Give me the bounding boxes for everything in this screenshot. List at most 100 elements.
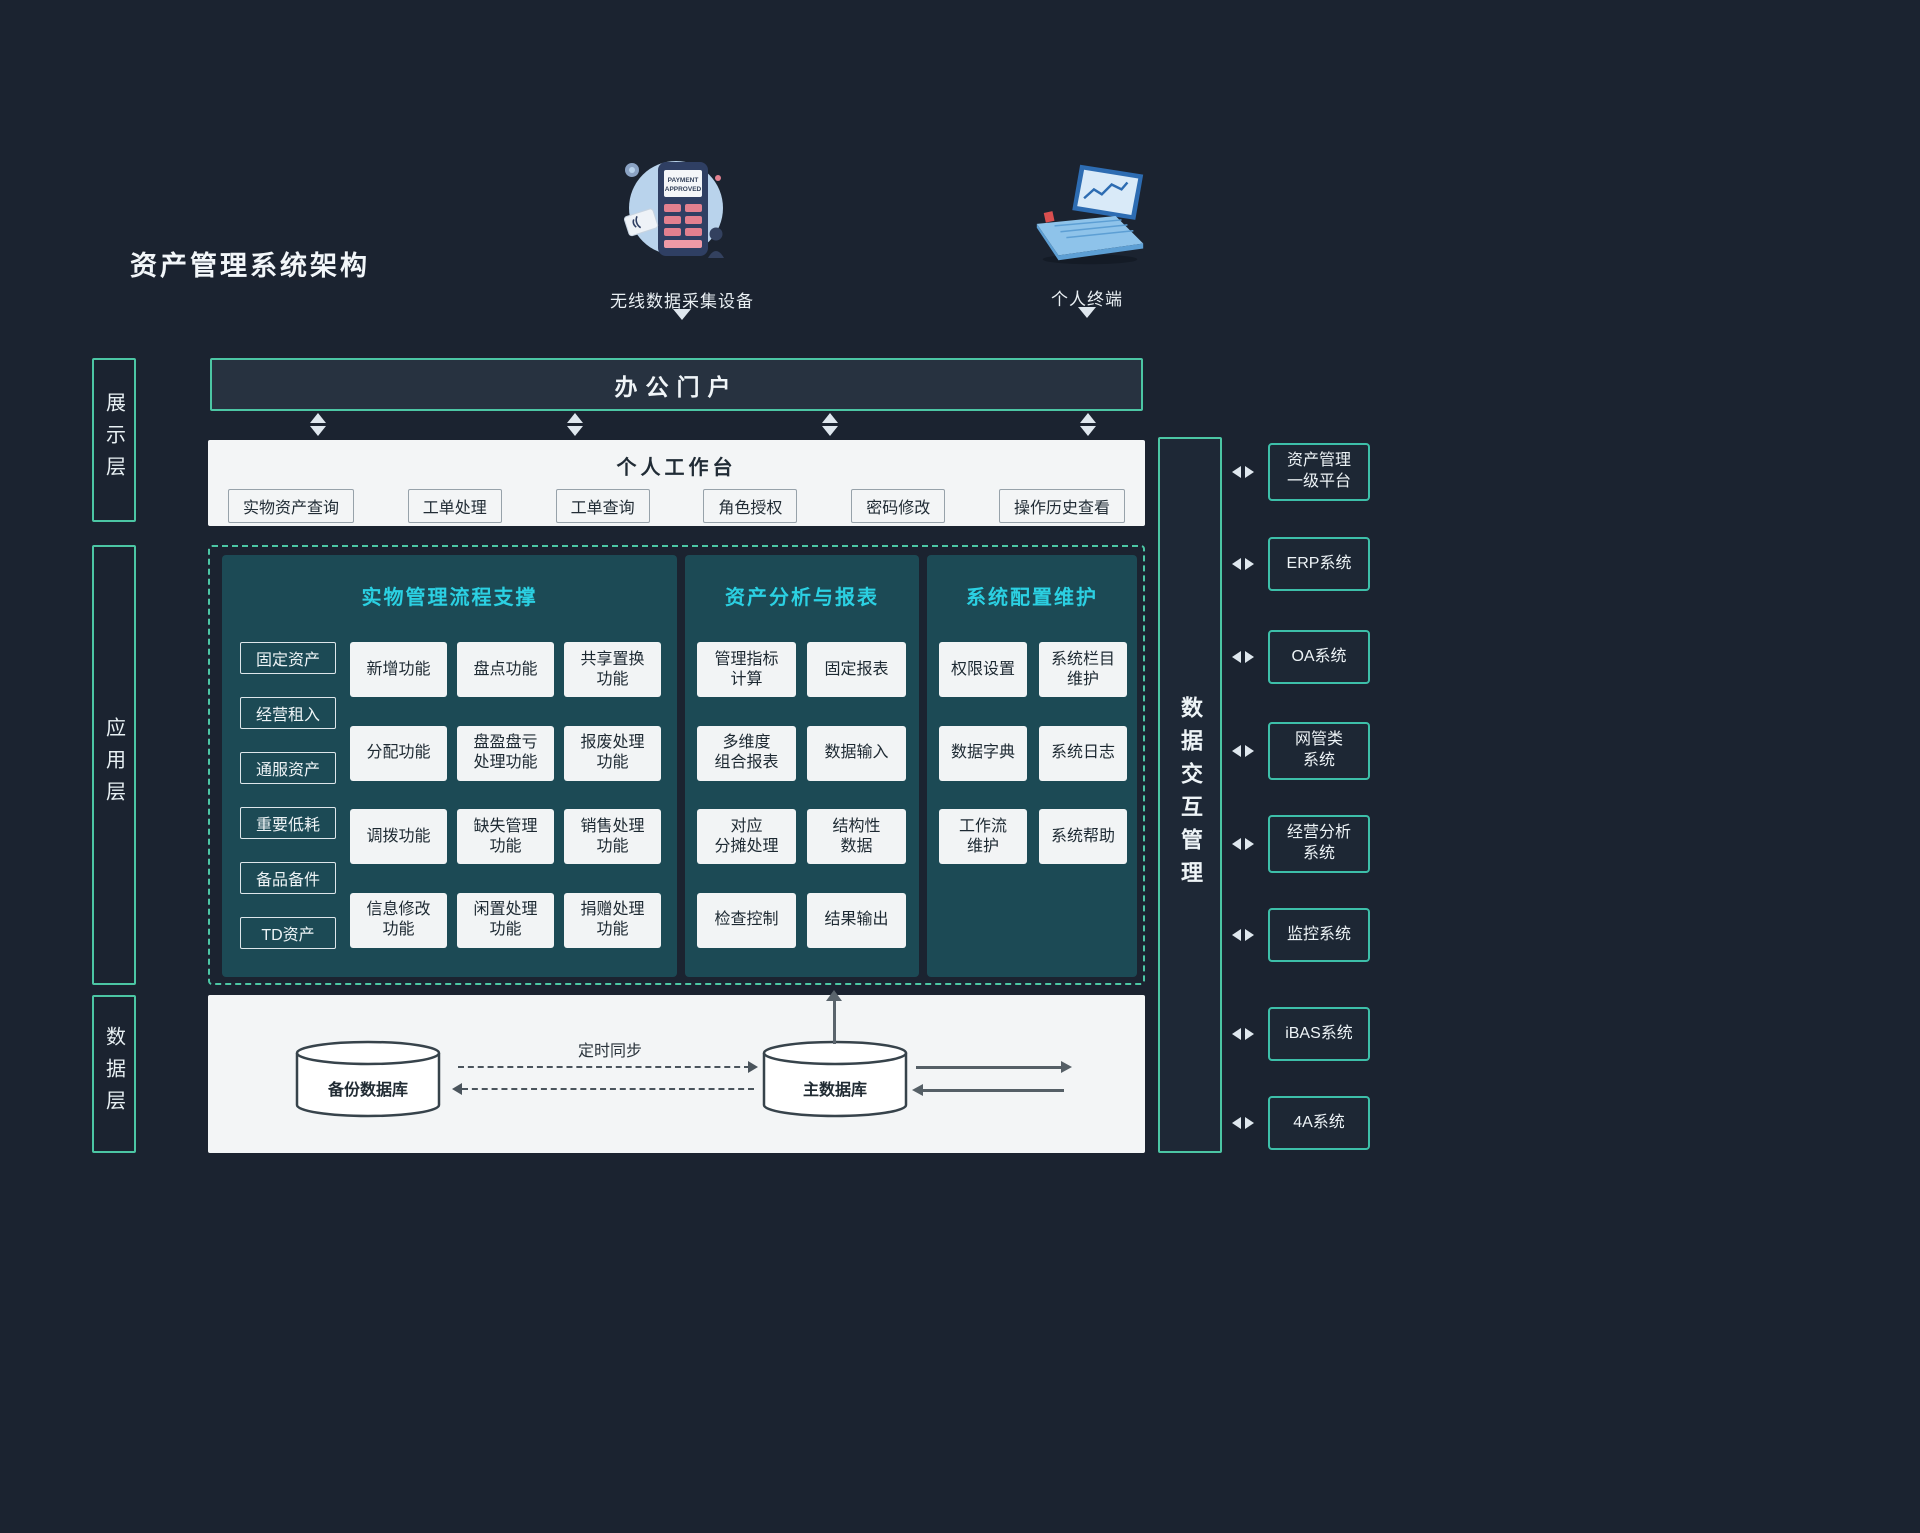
updown-arrow-icon (1080, 413, 1096, 436)
link-arrows-icon (1232, 745, 1254, 757)
function-button: 数据输入 (807, 725, 906, 781)
personal-workbench: 个人工作台 实物资产查询 工单处理 工单查询 角色授权 密码修改 操作历史查看 (208, 440, 1145, 526)
function-button: 结果输出 (807, 892, 906, 948)
function-button: 调拨功能 (350, 809, 447, 864)
layer-label-data: 数据层 (92, 995, 136, 1153)
function-button: 盘点功能 (457, 642, 554, 697)
exchange-arrow-line (916, 1066, 1062, 1069)
updown-arrow-icon (310, 413, 326, 436)
workbench-items: 实物资产查询 工单处理 工单查询 角色授权 密码修改 操作历史查看 (208, 489, 1145, 523)
workbench-item: 工单查询 (555, 489, 650, 523)
function-grid: 权限设置 系统栏目 维护 数据字典 系统日志 工作流 维护 系统帮助 (939, 642, 1127, 864)
payment-terminal-icon: PAYMENT APPROVED (623, 161, 724, 258)
exchange-arrow-line (922, 1089, 1064, 1092)
ext-asset-platform: 资产管理 一级平台 (1268, 443, 1370, 501)
function-button: 固定报表 (807, 642, 906, 697)
asset-categories: 固定资产 经营租入 通服资产 重要低耗 备品备件 TD资产 (240, 642, 336, 949)
ext-ibas: iBAS系统 (1268, 1007, 1370, 1061)
backup-database-label: 备份数据库 (327, 1082, 408, 1099)
function-button: 新增功能 (350, 642, 447, 697)
terminal-screen-line2: APPROVED (665, 186, 702, 193)
function-grid: 管理指标 计算 固定报表 多维度 组合报表 数据输入 对应 分摊处理 结构性 数… (697, 642, 906, 948)
function-button: 捐赠处理 功能 (564, 892, 661, 948)
updown-arrow-icon (822, 413, 838, 436)
db-up-arrow-line (833, 1001, 836, 1044)
arrow-left-icon (452, 1083, 462, 1095)
function-button: 分配功能 (350, 725, 447, 781)
ext-oa: OA系统 (1268, 630, 1370, 684)
function-button: 权限设置 (939, 642, 1027, 697)
workbench-item: 工单处理 (407, 489, 502, 523)
asset-category: 通服资产 (240, 752, 336, 784)
workbench-title: 个人工作台 (616, 457, 737, 479)
ext-network-mgmt: 网管类 系统 (1268, 722, 1370, 780)
link-arrows-icon (1232, 929, 1254, 941)
arrow-down-icon (1078, 307, 1096, 318)
personal-terminal-label: 个人终端 (1051, 290, 1123, 309)
function-button: 系统日志 (1039, 725, 1127, 781)
layer-label-display: 展示层 (92, 358, 136, 522)
function-button: 工作流 维护 (939, 809, 1027, 864)
function-button: 结构性 数据 (807, 809, 906, 864)
link-arrows-icon (1232, 838, 1254, 850)
layer-label-application: 应用层 (92, 545, 136, 985)
application-layer-container: 实物管理流程支撑 固定资产 经营租入 通服资产 重要低耗 备品备件 TD资产 新… (208, 545, 1145, 985)
function-grid: 新增功能 盘点功能 共享置换 功能 分配功能 盘盈盘亏 处理功能 报废处理 功能… (350, 642, 661, 948)
asset-category: TD资产 (240, 917, 336, 949)
asset-category: 经营租入 (240, 697, 336, 729)
ext-business-analysis: 经营分析 系统 (1268, 815, 1370, 873)
function-button: 管理指标 计算 (697, 642, 796, 697)
function-button: 信息修改 功能 (350, 892, 447, 948)
panel-system-config: 系统配置维护 权限设置 系统栏目 维护 数据字典 系统日志 工作流 维护 系统帮… (927, 555, 1137, 977)
asset-category: 固定资产 (240, 642, 336, 674)
function-button: 报废处理 功能 (564, 725, 661, 781)
arrow-down-icon (673, 309, 691, 320)
sync-arrow-line (462, 1088, 754, 1090)
backup-database-icon (295, 1040, 441, 1118)
sync-label: 定时同步 (577, 1043, 642, 1060)
wireless-device-label: 无线数据采集设备 (610, 292, 754, 311)
data-interaction-bus: 数据交互管理 (1158, 437, 1222, 1153)
terminal-screen-line1: PAYMENT (668, 177, 699, 184)
arrow-right-icon (748, 1061, 758, 1073)
function-button: 检查控制 (697, 892, 796, 948)
updown-arrow-icon (567, 413, 583, 436)
office-portal: 办公门户 (210, 358, 1143, 411)
workbench-item: 角色授权 (703, 489, 798, 523)
panel-title: 系统配置维护 (966, 587, 1098, 609)
panel-title: 实物管理流程支撑 (361, 587, 538, 609)
panel-title: 资产分析与报表 (725, 587, 879, 609)
function-button: 系统帮助 (1039, 809, 1127, 864)
function-button: 系统栏目 维护 (1039, 642, 1127, 697)
main-database-icon (762, 1040, 908, 1118)
link-arrows-icon (1232, 1117, 1254, 1129)
link-arrows-icon (1232, 651, 1254, 663)
link-arrows-icon (1232, 558, 1254, 570)
function-button: 销售处理 功能 (564, 809, 661, 864)
link-arrows-icon (1232, 466, 1254, 478)
ext-4a: 4A系统 (1268, 1096, 1370, 1150)
workbench-item: 实物资产查询 (228, 489, 355, 523)
laptop-icon (1036, 164, 1144, 265)
panel-asset-analysis: 资产分析与报表 管理指标 计算 固定报表 多维度 组合报表 数据输入 对应 分摊… (685, 555, 919, 977)
function-button: 缺失管理 功能 (457, 809, 554, 864)
ext-erp: ERP系统 (1268, 537, 1370, 591)
page-title: 资产管理系统架构 (130, 251, 370, 281)
arrow-right-icon (1061, 1061, 1072, 1073)
function-button: 共享置换 功能 (564, 642, 661, 697)
sync-arrow-line (458, 1066, 750, 1068)
panel-physical-management: 实物管理流程支撑 固定资产 经营租入 通服资产 重要低耗 备品备件 TD资产 新… (222, 555, 677, 977)
function-button: 闲置处理 功能 (457, 892, 554, 948)
ext-monitoring: 监控系统 (1268, 908, 1370, 962)
function-button: 对应 分摊处理 (697, 809, 796, 864)
asset-category: 备品备件 (240, 862, 336, 894)
main-database-label: 主数据库 (802, 1082, 867, 1099)
function-button: 盘盈盘亏 处理功能 (457, 725, 554, 781)
workbench-item: 操作历史查看 (998, 489, 1125, 523)
arrow-up-icon (826, 990, 842, 1001)
function-button: 数据字典 (939, 725, 1027, 781)
function-button: 多维度 组合报表 (697, 725, 796, 781)
workbench-item: 密码修改 (851, 489, 946, 523)
asset-category: 重要低耗 (240, 807, 336, 839)
